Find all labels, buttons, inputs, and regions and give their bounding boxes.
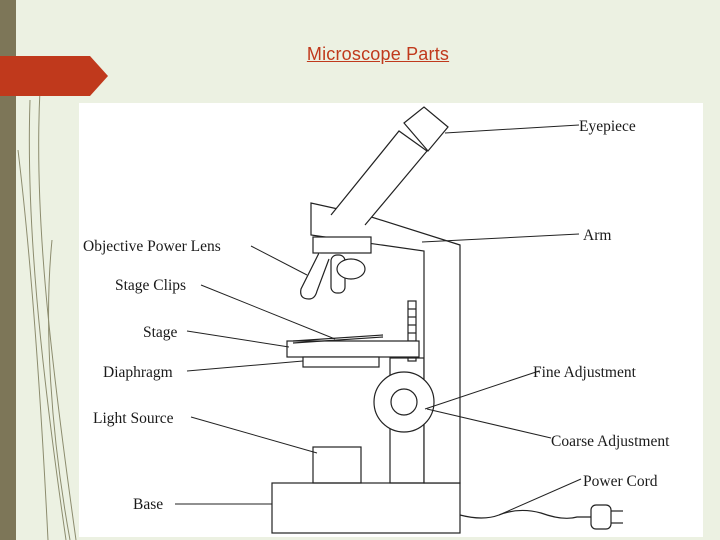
label-light-source: Light Source [93, 410, 174, 427]
label-coarse-adjustment: Coarse Adjustment [551, 433, 670, 450]
title-arrow-tab [0, 56, 108, 96]
label-power-cord: Power Cord [583, 473, 658, 490]
label-eyepiece: Eyepiece [579, 118, 636, 135]
label-diaphragm: Diaphragm [103, 364, 173, 381]
label-arm: Arm [583, 227, 611, 244]
slide-title: Microscope Parts [306, 44, 450, 64]
label-stage: Stage [143, 324, 178, 341]
leader-lines [175, 124, 582, 516]
microscope-diagram: Eyepiece Arm Objective Power Lens Stage … [79, 103, 703, 537]
label-fine-adjustment: Fine Adjustment [533, 364, 637, 381]
label-stage-clips: Stage Clips [115, 277, 186, 294]
left-decor-bar [0, 0, 16, 540]
microscope-illustration [271, 106, 623, 534]
label-objective-power-lens: Objective Power Lens [83, 238, 221, 255]
decorative-lines [17, 89, 77, 540]
microscope-drawing: Eyepiece Arm Objective Power Lens Stage … [83, 106, 670, 534]
label-base: Base [133, 496, 163, 513]
